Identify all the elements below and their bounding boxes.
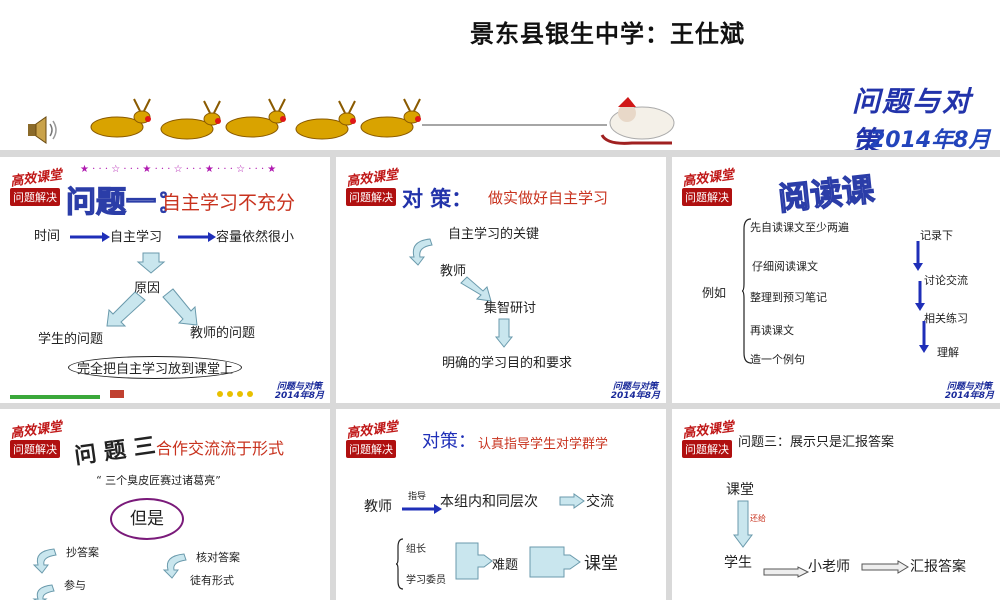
teacher-label: 教师 bbox=[364, 499, 392, 515]
brand-date: 2014年8月 bbox=[870, 128, 991, 153]
curved-arrow-icon bbox=[162, 553, 187, 579]
form-only-label: 徒有形式 bbox=[190, 574, 234, 587]
slide2-title: 做实做好自主学习 bbox=[488, 189, 609, 207]
slide-thumbnail-4[interactable]: 高效课堂 问题解决 问 题 三 合作交流流于形式 “ 三个臭皮匠赛过诸葛亮” 但… bbox=[0, 409, 330, 600]
copy-answer-label: 抄答案 bbox=[66, 546, 99, 559]
brace-icon bbox=[741, 218, 752, 364]
example-label: 例如 bbox=[702, 286, 727, 300]
slide4-title: 合作交流流于形式 bbox=[156, 439, 285, 458]
reading-step-4: 再读课文 bbox=[750, 324, 794, 337]
leader-label: 组长 bbox=[406, 544, 426, 555]
self-study-label: 自主学习 bbox=[110, 230, 163, 245]
block-arrow-icon bbox=[455, 542, 493, 580]
school-logo: 高效课堂 问题解决 bbox=[9, 419, 64, 458]
arrow-down-icon bbox=[733, 500, 753, 548]
but-oval: 但是 bbox=[110, 498, 184, 540]
record-label: 记录下 bbox=[920, 229, 953, 242]
arrow-down-left-icon bbox=[106, 291, 146, 327]
arrow-right-icon bbox=[70, 232, 110, 242]
slide6-title: 问题三：展示只是汇报答案 bbox=[738, 435, 895, 450]
goal-label: 明确的学习目的和要求 bbox=[442, 356, 573, 371]
student-issue-label: 学生的问题 bbox=[38, 332, 104, 347]
exercise-label: 相关练习 bbox=[924, 312, 968, 325]
arrow-down-right-icon bbox=[460, 276, 492, 302]
school-logo: 高效课堂 问题解决 bbox=[681, 419, 736, 458]
arrow-right-icon bbox=[861, 560, 909, 574]
reading-step-5: 造一个例句 bbox=[750, 353, 805, 366]
arrow-right-icon bbox=[763, 566, 810, 578]
volume-label: 容量依然很小 bbox=[216, 230, 295, 245]
discuss-label: 讨论交流 bbox=[924, 274, 968, 287]
time-label: 时间 bbox=[34, 229, 61, 244]
star-border-decoration: ★ · · · ☆ · · · ★ · · · ☆ · · · ★ · · · … bbox=[80, 164, 276, 175]
brace-icon bbox=[395, 538, 404, 590]
key-label: 自主学习的关键 bbox=[448, 227, 540, 242]
classroom-label: 课堂 bbox=[726, 482, 754, 498]
slide5-title: 认真指导学生对学群学 bbox=[478, 437, 609, 452]
slide-thumbnail-3[interactable]: 高效课堂 问题解决 阅读课 例如 先自读课文至少两遍 仔细阅读课文 整理到预习笔… bbox=[672, 157, 1000, 403]
cause-label: 原因 bbox=[134, 281, 161, 296]
school-logo: 高效课堂 问题解决 bbox=[345, 419, 400, 458]
school-logo: 高效课堂 问题解决 bbox=[681, 167, 736, 206]
return-label: 还给 bbox=[750, 514, 766, 523]
arrow-down-icon bbox=[919, 321, 929, 353]
curved-arrow-icon bbox=[408, 238, 433, 266]
svg-text:★ · · · ☆ · · · ★ · · · ☆ · ·: ★ · · · ☆ · · · ★ · · · ☆ · · · ★ · · · … bbox=[80, 164, 276, 175]
report-answer-label: 汇报答案 bbox=[910, 559, 966, 575]
reindeer-sleigh-animation bbox=[90, 97, 675, 145]
arrow-down-right-icon bbox=[162, 288, 198, 326]
grass-flowers-decoration bbox=[10, 390, 253, 399]
block-arrow-icon bbox=[529, 546, 581, 578]
slide-thumbnail-5[interactable]: 高效课堂 问题解决 对策： 认真指导学生对学群学 教师 指导 本组内和同层次 交… bbox=[336, 409, 666, 600]
slide1-label: 问题一： bbox=[65, 184, 186, 220]
quote-label: “ 三个臭皮匠赛过诸葛亮” bbox=[96, 474, 221, 487]
groups-label: 本组内和同层次 bbox=[440, 494, 538, 510]
committee-label: 学习委员 bbox=[406, 575, 446, 586]
slide1-title: 自主学习不充分 bbox=[162, 192, 296, 214]
arrow-right-icon bbox=[402, 504, 442, 514]
conclusion-oval: 完全把自主学习放到课堂上 bbox=[68, 356, 243, 379]
classroom-label: 课堂 bbox=[584, 554, 618, 574]
slide5-label: 对策： bbox=[422, 431, 476, 452]
school-logo: 高效课堂 问题解决 bbox=[345, 167, 400, 206]
exchange-label: 交流 bbox=[586, 494, 614, 510]
slide2-label: 对 策： bbox=[402, 186, 473, 211]
speaker-icon[interactable] bbox=[24, 114, 60, 146]
curved-arrow-icon bbox=[32, 548, 57, 574]
brand-title: 问题与对策 bbox=[852, 85, 973, 158]
arrow-right-icon bbox=[559, 493, 585, 509]
reading-step-2: 仔细阅读课文 bbox=[752, 260, 818, 273]
participate-label: 参与 bbox=[64, 579, 86, 592]
slide-thumbnail-2[interactable]: 高效课堂 问题解决 对 策： 做实做好自主学习 自主学习的关键 教师 集智研讨 … bbox=[336, 157, 666, 403]
curved-arrow-icon bbox=[32, 584, 55, 600]
reading-step-1: 先自读课文至少两遍 bbox=[750, 221, 849, 234]
slide-thumbnail-1[interactable]: 高效课堂 问题解决 ★ · · · ☆ · · · ★ · · · ☆ · · … bbox=[0, 157, 330, 403]
school-logo: 高效课堂 问题解决 bbox=[9, 167, 64, 206]
arrow-down-icon bbox=[915, 281, 925, 311]
guide-label: 指导 bbox=[408, 492, 427, 502]
student-label: 学生 bbox=[724, 555, 752, 571]
teacher-issue-label: 教师的问题 bbox=[190, 326, 256, 341]
difficulty-label: 难题 bbox=[492, 558, 519, 573]
collective-label: 集智研讨 bbox=[484, 301, 537, 316]
teacher-label: 教师 bbox=[440, 264, 467, 279]
little-teacher-label: 小老师 bbox=[808, 559, 850, 575]
arrow-down-icon bbox=[913, 241, 923, 271]
slide4-label: 问 题 三 bbox=[72, 432, 158, 470]
understand-label: 理解 bbox=[937, 346, 959, 359]
slide3-title: 阅读课 bbox=[776, 169, 877, 218]
author-title: 景东县银生中学：王仕斌 bbox=[470, 19, 745, 48]
arrow-down-icon bbox=[494, 318, 514, 348]
check-answer-label: 核对答案 bbox=[196, 551, 240, 564]
arrow-right-icon bbox=[178, 232, 216, 242]
reading-step-3: 整理到预习笔记 bbox=[750, 291, 827, 304]
arrow-down-icon bbox=[136, 252, 166, 274]
slide-thumbnail-6[interactable]: 高效课堂 问题解决 问题三：展示只是汇报答案 课堂 还给 学生 小老师 汇报答案 bbox=[672, 409, 1000, 600]
